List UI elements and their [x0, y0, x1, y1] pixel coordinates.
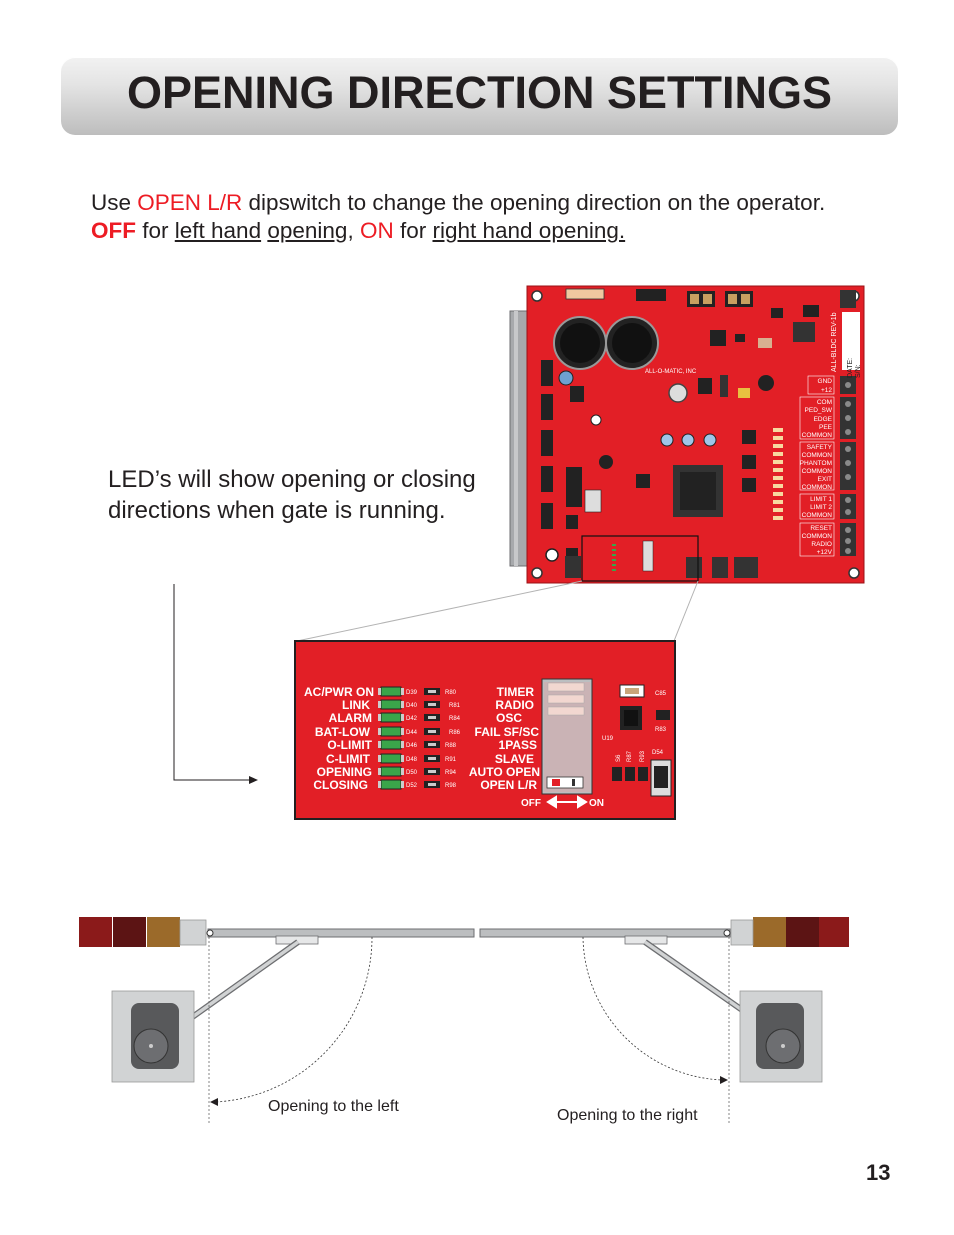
part-ref: C85 [655, 691, 667, 697]
part-ref: U19 [602, 736, 614, 742]
resistor-ref: R98 [445, 783, 457, 789]
intro-on: ON [359, 218, 394, 243]
title-bar: OPENING DIRECTION SETTINGS [61, 57, 898, 135]
terminal-label: +12 [821, 387, 832, 394]
terminal-label: PHANTOM [800, 460, 832, 467]
led-ref: D52 [406, 783, 418, 789]
intro-text: for [136, 218, 175, 243]
led-ref: D42 [406, 716, 418, 722]
resistor-ref: R81 [449, 703, 461, 709]
intro-right-hand: right hand opening. [432, 218, 626, 243]
terminal-label: EDGE [814, 416, 833, 423]
page-title: OPENING DIRECTION SETTINGS [126, 67, 833, 118]
led-label: C-LIMIT [326, 752, 371, 766]
double-arrow-icon [546, 795, 588, 809]
intro-text: , [347, 218, 360, 243]
terminal-label: PEE [819, 424, 833, 431]
terminal-label: SAFETY [807, 444, 833, 451]
resistor-ref: R91 [445, 757, 457, 763]
terminal-label: COM [817, 399, 832, 406]
board-date-label: DATE: [847, 358, 854, 378]
led-label: AC/PWR ON [304, 685, 374, 699]
dip-label: FAIL SF/SC [475, 725, 540, 739]
terminal-label: LIMIT 1 [810, 496, 832, 503]
terminal-label: COMMON [802, 468, 833, 475]
led-ref: D40 [406, 703, 418, 709]
terminal-label: PED_SW [805, 407, 833, 414]
led-ref: D39 [406, 690, 418, 696]
part-ref: R93 [640, 750, 646, 762]
intro-left-hand: left hand [174, 218, 262, 243]
dip-label: OSC [496, 711, 522, 725]
terminal-label: LIMIT 2 [810, 504, 832, 511]
led-label: OPENING [317, 765, 372, 779]
caption-left: Opening to the left [268, 1098, 399, 1115]
resistor-ref: R94 [445, 770, 457, 776]
intro-off: OFF [91, 218, 136, 243]
led-ref: D46 [406, 743, 418, 749]
intro-text: dipswitch to change the opening directio… [242, 190, 826, 215]
callout-arrow [173, 584, 258, 784]
dip-label: OPEN L/R [480, 778, 537, 792]
led-label: CLOSING [313, 778, 368, 792]
intro-paragraph: Use OPEN L/R dipswitch to change the ope… [91, 189, 851, 245]
control-board: ALL-O-MATIC, INC [509, 285, 865, 584]
intro-text: for [393, 218, 433, 243]
on-label: ON [589, 798, 604, 809]
led-label: BAT-LOW [315, 725, 371, 739]
part-ref: S6 [616, 754, 622, 762]
resistor-ref: R86 [449, 730, 461, 736]
terminal-label: COMMON [802, 432, 833, 439]
terminal-label: COMMON [802, 533, 833, 540]
led-ref: D50 [406, 770, 418, 776]
terminal-label: +12V [817, 549, 833, 556]
dip-label: TIMER [497, 685, 535, 699]
resistor-ref: R80 [445, 690, 457, 696]
intro-text: Use [91, 190, 138, 215]
part-ref: R83 [655, 727, 667, 733]
terminal-label: COMMON [802, 452, 833, 459]
terminal-label: RADIO [811, 541, 832, 548]
board-revision: ALL-BLDC REV-1b [831, 312, 838, 372]
intro-opening: opening [267, 218, 348, 243]
board-brand: ALL-O-MATIC, INC [645, 369, 697, 375]
led-label: LINK [342, 698, 370, 712]
terminal-label: RESET [810, 525, 832, 532]
dip-label: 1PASS [499, 738, 537, 752]
terminal-label: EXIT [818, 476, 832, 483]
off-label: OFF [521, 798, 541, 809]
dip-label: AUTO OPEN [469, 765, 540, 779]
led-ref: D44 [406, 730, 418, 736]
terminal-label: GND [818, 378, 833, 385]
resistor-ref: R84 [449, 716, 461, 722]
terminal-label: COMMON [802, 484, 833, 491]
page-number: 13 [866, 1160, 891, 1185]
part-ref: D54 [652, 750, 664, 756]
caption-right: Opening to the right [557, 1107, 698, 1124]
led-note: LED’s will show opening or closing direc… [108, 466, 476, 524]
board-sn-label: S/N: [855, 364, 862, 378]
led-label: O-LIMIT [327, 738, 372, 752]
intro-dip-name: OPEN L/R [137, 190, 243, 215]
resistor-ref: R88 [445, 743, 457, 749]
led-ref: D48 [406, 757, 418, 763]
dip-label: SLAVE [495, 752, 534, 766]
terminal-label: COMMON [802, 512, 833, 519]
led-label: ALARM [329, 711, 372, 725]
part-ref: R87 [627, 750, 633, 762]
dip-label: RADIO [495, 698, 534, 712]
zoom-panel: AC/PWR ON LINK ALARM BAT-LOW O-LIMIT C-L… [294, 640, 676, 820]
gate-diagram [79, 917, 849, 1125]
